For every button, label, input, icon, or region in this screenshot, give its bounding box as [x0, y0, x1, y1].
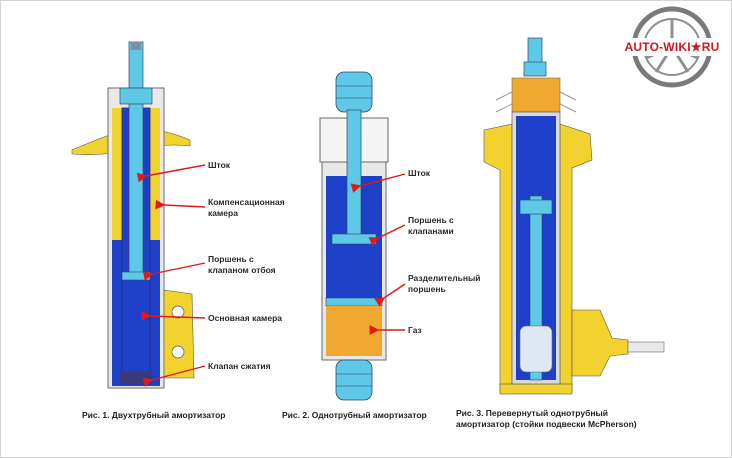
- fig2-label-gas: Газ: [408, 325, 422, 335]
- fig1-label-compensation-2: камера: [208, 208, 238, 218]
- fig2-caption: Рис. 2. Однотрубный амортизатор: [282, 410, 427, 420]
- fig2-label-separator-2: поршень: [408, 284, 446, 294]
- logo-text: AUTO-WIKI★RU: [620, 38, 724, 56]
- fig1-label-rod: Шток: [208, 160, 231, 170]
- fig1-label-piston-1: Поршень с: [208, 254, 254, 264]
- fig1-label-piston-2: клапаном отбоя: [208, 265, 276, 275]
- fig1-caption: Рис. 1. Двухтрубный амортизатор: [82, 410, 226, 420]
- figure-2-mono-tube: [319, 71, 406, 401]
- auto-wiki-logo: AUTO-WIKI★RU: [620, 6, 724, 88]
- fig1-label-compensation-1: Компенсационная: [208, 197, 285, 207]
- fig2-label-piston-1: Поршень с: [408, 215, 454, 225]
- fig3-caption-1: Рис. 3. Перевернутый однотрубный: [456, 408, 608, 418]
- fig2-label-rod: Шток: [408, 168, 431, 178]
- fig1-label-main-chamber: Основная камера: [208, 313, 282, 323]
- fig1-label-compression-valve: Клапан сжатия: [208, 361, 271, 371]
- fig2-label-piston-2: клапанами: [408, 226, 454, 236]
- figure-3-inverted-strut: [483, 37, 665, 395]
- fig3-caption-2: амортизатор (стойки подвески McPherson): [456, 419, 637, 429]
- figure-1-twin-tube: [71, 41, 206, 389]
- fig2-label-separator-1: Разделительный: [408, 273, 481, 283]
